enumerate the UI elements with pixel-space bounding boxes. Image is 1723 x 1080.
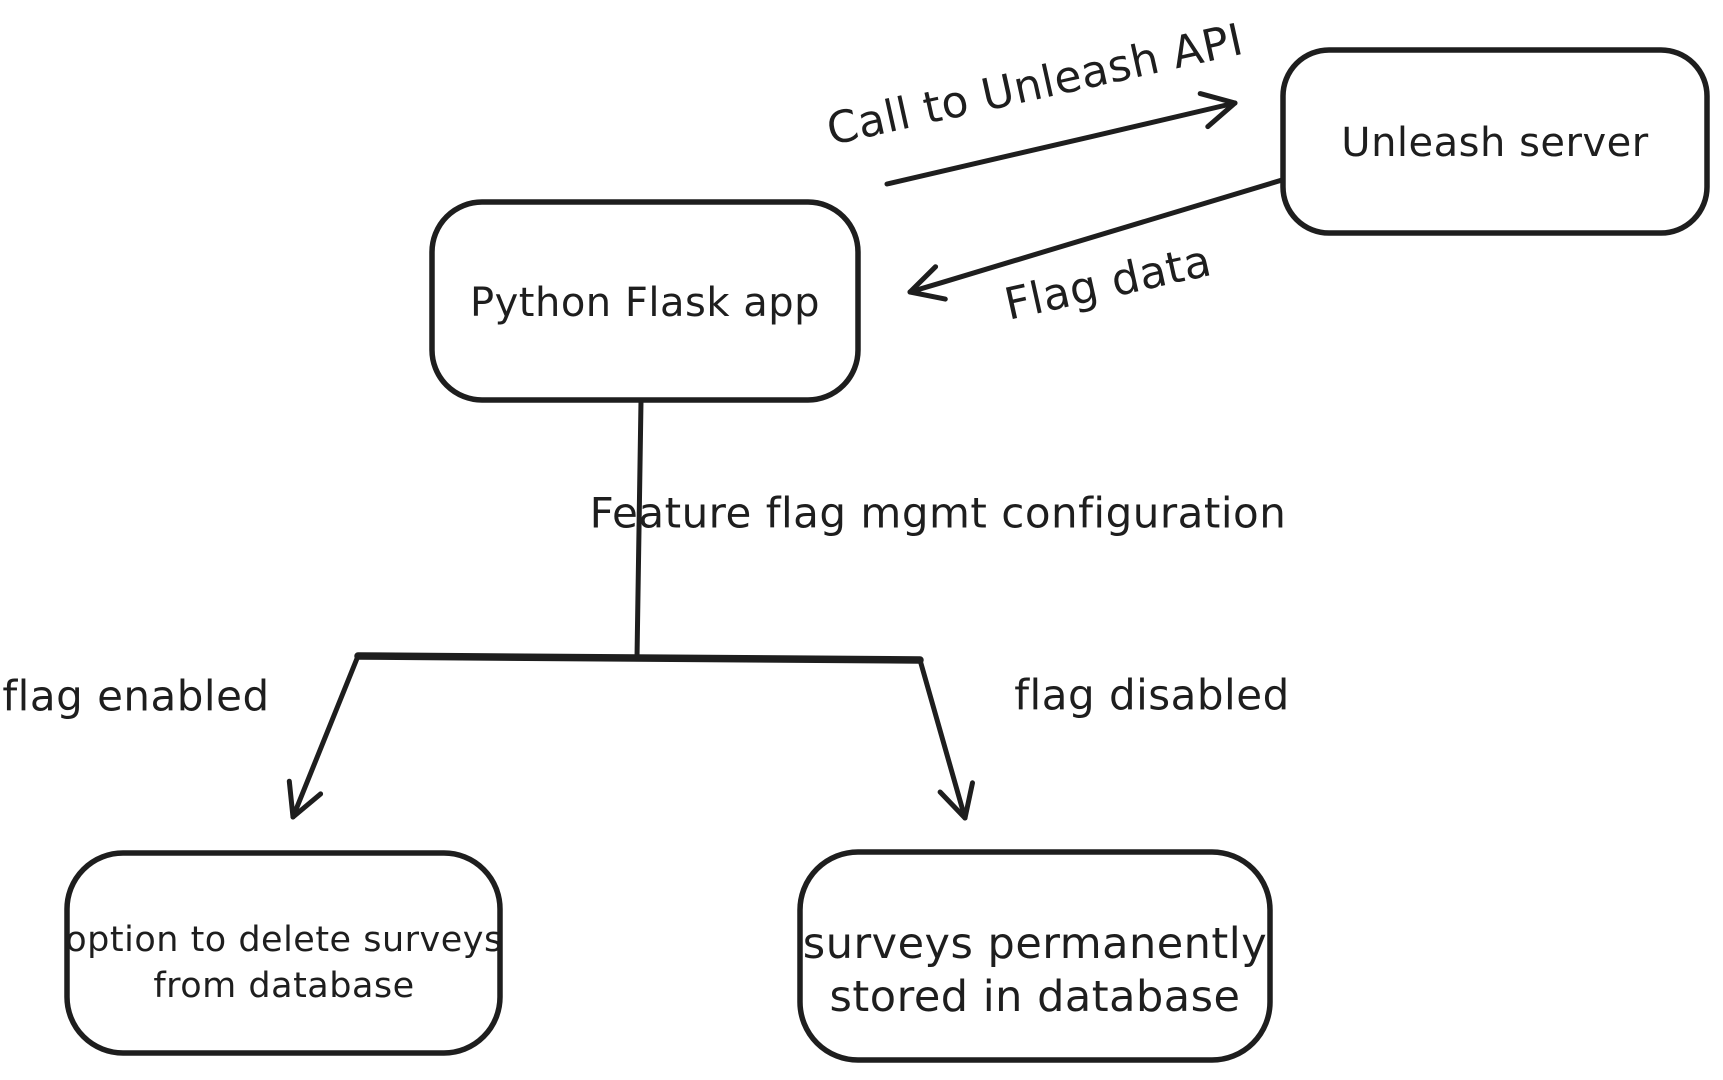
flag-data-arrow: [907, 168, 1315, 302]
enabled-branch-arrow: [286, 653, 361, 820]
branch-bar: [354, 652, 924, 664]
call-api-label: Call to Unleash API: [822, 14, 1248, 156]
enabled-outcome-label-line1: option to delete surveys: [65, 920, 502, 960]
disabled-branch-arrow: [917, 657, 975, 821]
disabled-outcome-node: [797, 849, 1273, 1063]
disabled-branch-label: flag disabled: [1014, 671, 1289, 720]
flask-app-node: [429, 199, 861, 403]
call-api-arrow: [884, 91, 1238, 187]
unleash-server-label: Unleash server: [1341, 120, 1648, 166]
config-line: [634, 398, 644, 661]
unleash-server-node: [1280, 47, 1710, 236]
disabled-outcome-label-line1: surveys permanently: [803, 919, 1267, 969]
config-label: Feature flag mgmt configuration: [590, 489, 1287, 538]
flag-data-label: Flag data: [1000, 235, 1216, 330]
disabled-outcome-label-line2: stored in database: [830, 972, 1241, 1022]
enabled-outcome-label-line2: from database: [153, 966, 414, 1006]
enabled-branch-label: flag enabled: [2, 672, 269, 721]
flask-app-label: Python Flask app: [470, 280, 820, 326]
enabled-outcome-node: [64, 850, 503, 1056]
